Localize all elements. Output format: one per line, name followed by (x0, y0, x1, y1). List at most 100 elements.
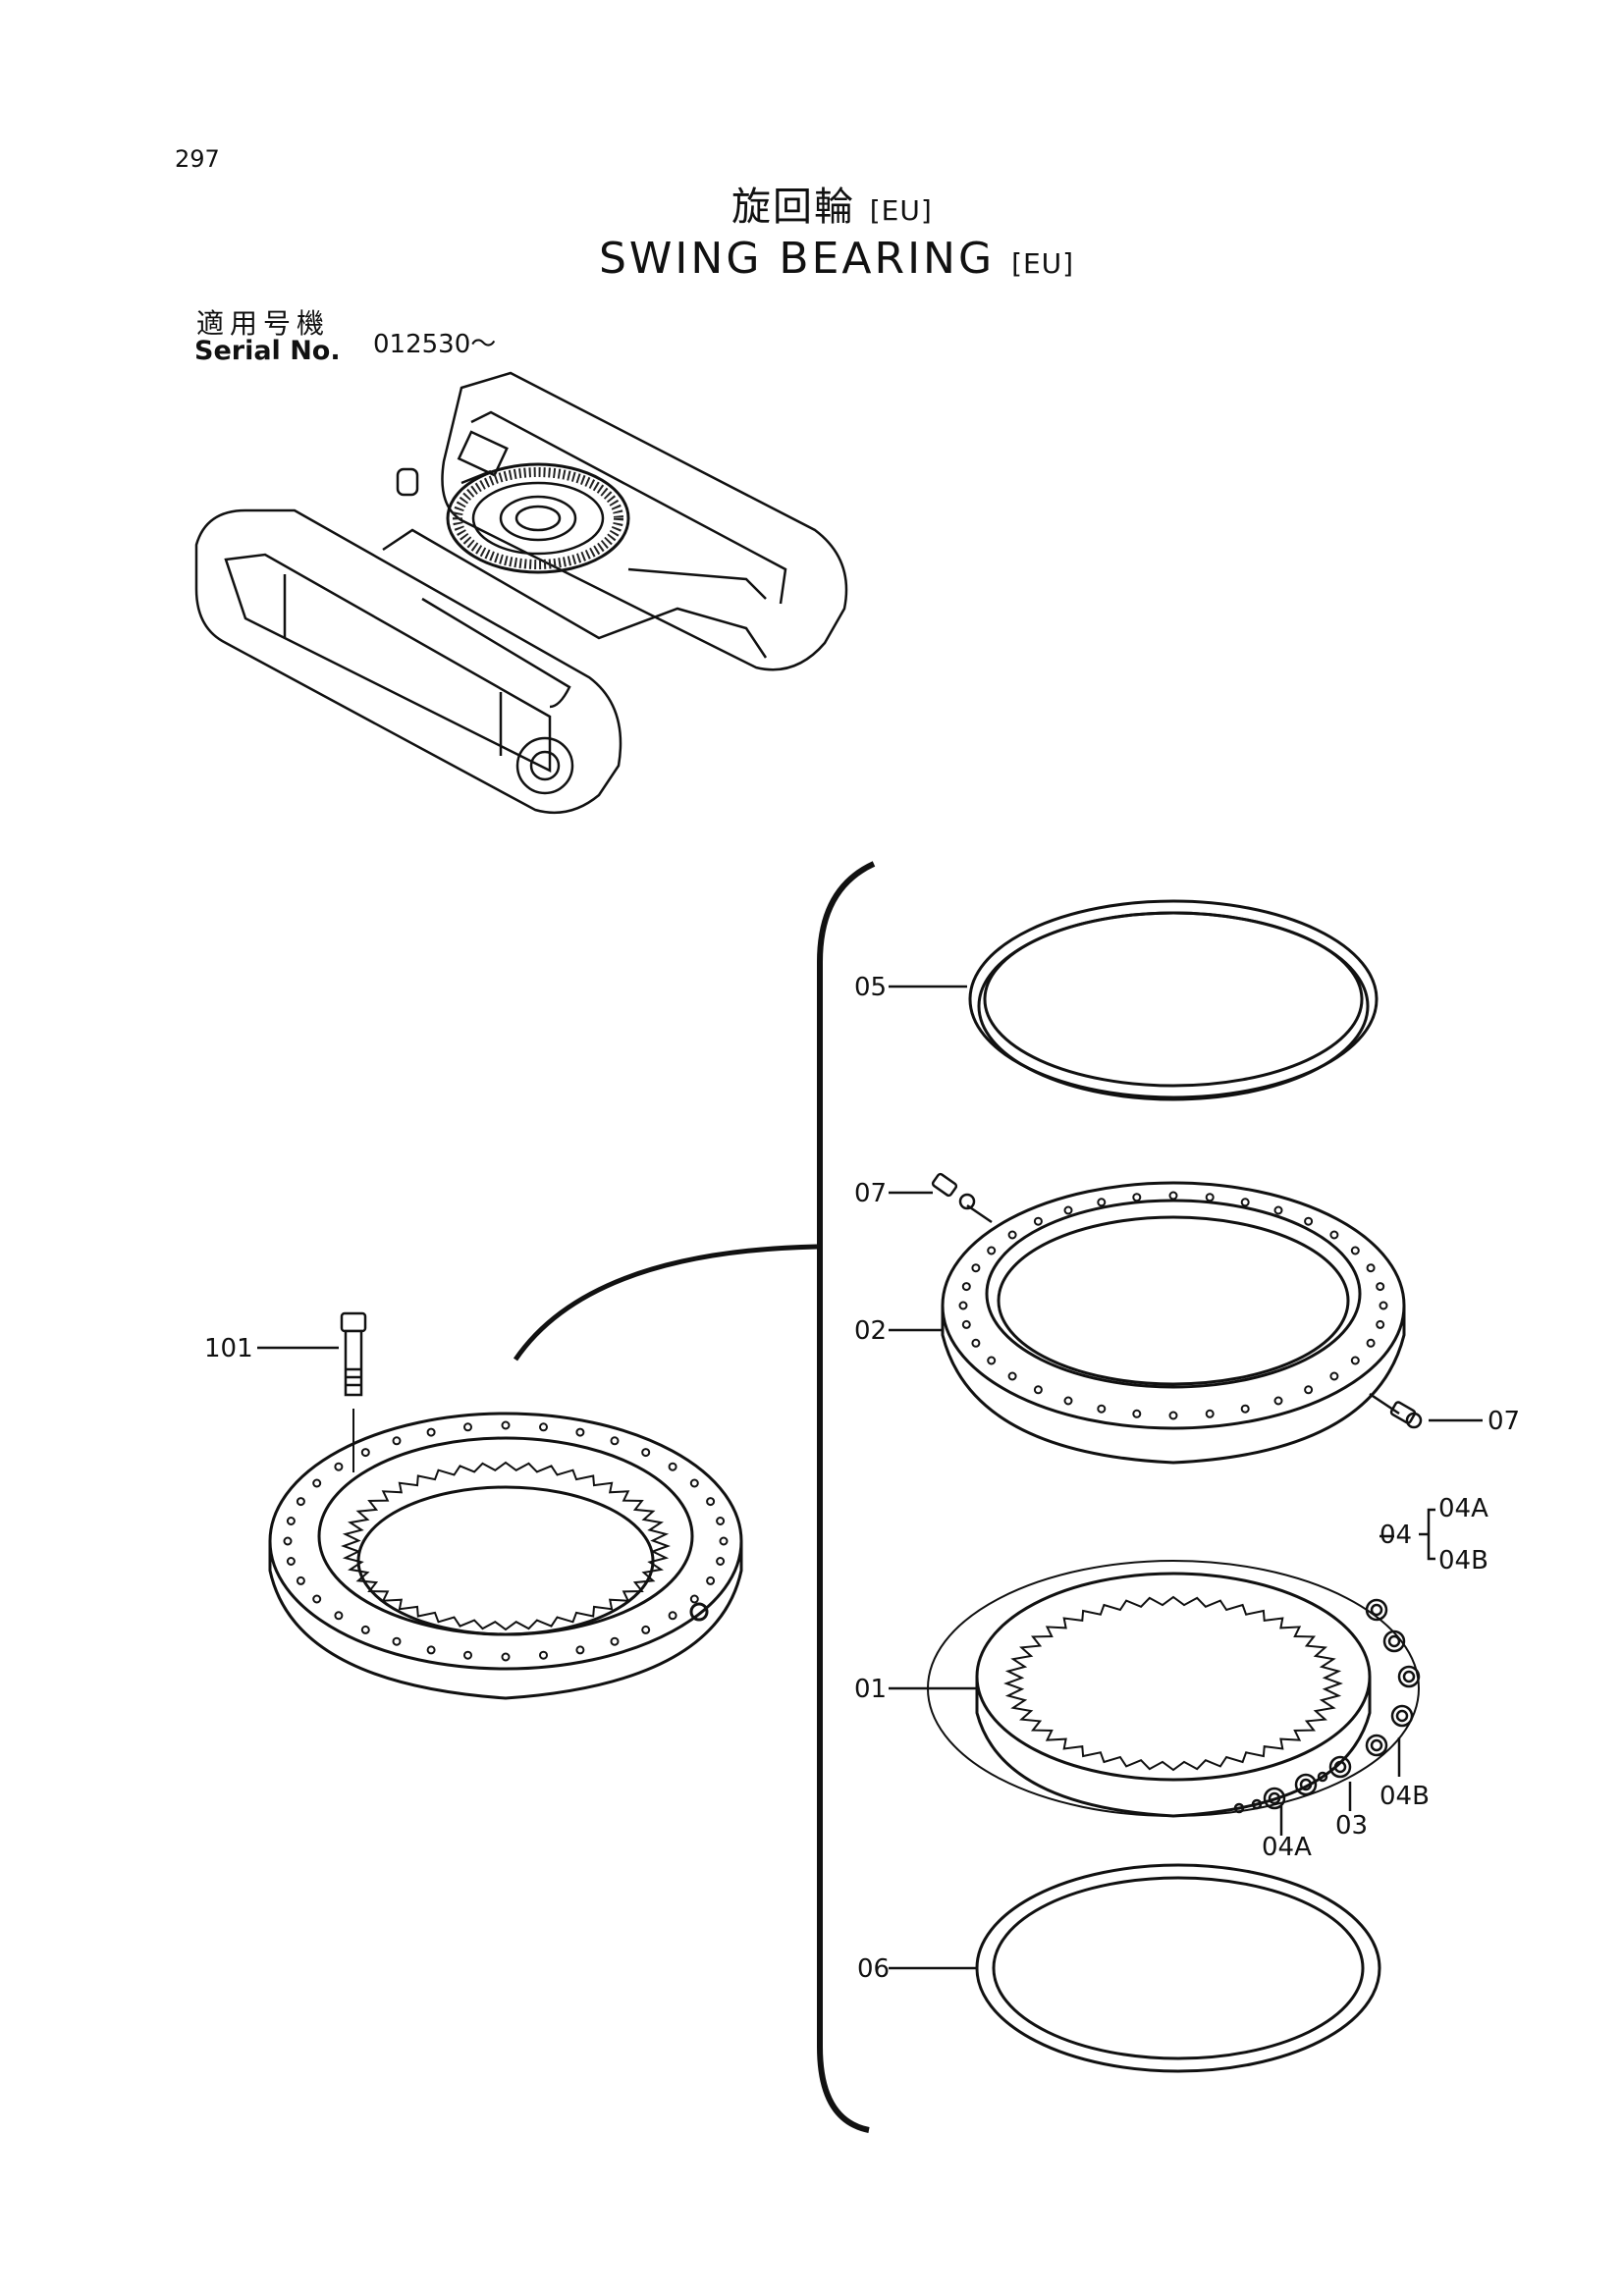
bolt-hole (539, 1650, 548, 1660)
bearing-ball-inner (1402, 1670, 1416, 1683)
bolt-hole (360, 1448, 370, 1458)
bolt-hole (1063, 1205, 1073, 1215)
bearing-ball-inner (1370, 1603, 1383, 1617)
bearing-ball-inner (1387, 1634, 1401, 1648)
page-number: 297 (175, 145, 220, 173)
bolt-hole (961, 1282, 971, 1292)
bearing-ball-inner (1299, 1778, 1313, 1791)
assembly-leader-curve (513, 1244, 818, 1362)
bolt-hole (1366, 1263, 1376, 1273)
bolt-hole (575, 1645, 585, 1655)
bolt-hole (716, 1557, 726, 1566)
bearing-ball-inner (1395, 1709, 1409, 1723)
bolt-hole (987, 1246, 997, 1255)
bearing-ball (1294, 1773, 1318, 1796)
bolt-hole (961, 1319, 971, 1329)
bolt-hole (716, 1517, 726, 1525)
bearing-ball (1328, 1755, 1352, 1779)
bolt-hole (1205, 1409, 1215, 1418)
serial-label-en: Serial No. (194, 336, 341, 366)
bolt-hole (1007, 1371, 1017, 1381)
bolt-hole (501, 1652, 511, 1662)
spacer (1251, 1798, 1263, 1810)
bearing-ball (1365, 1734, 1388, 1757)
bolt-hole (719, 1536, 729, 1546)
bearing-ball-inner (1268, 1791, 1281, 1805)
title-en-text: SWING BEARING (599, 234, 996, 284)
callout-02: 02 (854, 1316, 887, 1346)
bolt-hole (1329, 1371, 1339, 1381)
bolt-hole (286, 1517, 296, 1525)
bolt-hole (1273, 1205, 1283, 1215)
bolt-hole (312, 1478, 322, 1488)
bolt-hole (641, 1625, 651, 1634)
bearing-ball-inner (1333, 1760, 1347, 1774)
bolt-hole (689, 1594, 699, 1604)
bolt-hole (668, 1611, 677, 1621)
bolt-hole (426, 1645, 436, 1655)
grease-nipple-icon (931, 1172, 976, 1210)
bearing-ball (1382, 1629, 1406, 1653)
callout-101: 101 (204, 1334, 253, 1363)
bolt-hole (1350, 1246, 1360, 1255)
seal-ring-05 (968, 899, 1379, 1101)
bolt-hole (706, 1497, 716, 1507)
bolt-hole (706, 1575, 716, 1585)
bolt-hole (1033, 1216, 1043, 1226)
bolt-hole (1304, 1216, 1314, 1226)
bolt-hole (1366, 1338, 1376, 1348)
bolt-hole (689, 1478, 699, 1488)
bolt-hole (501, 1420, 511, 1430)
bolt-icon (340, 1311, 367, 1472)
bolt-hole (1063, 1396, 1073, 1406)
callout-04B: 04B (1380, 1782, 1430, 1811)
spacer (1317, 1771, 1328, 1783)
callout-07-top: 07 (854, 1179, 887, 1208)
bolt-hole (1097, 1198, 1107, 1207)
bolt-hole (426, 1427, 436, 1437)
serial-value: 012530～ (373, 330, 497, 359)
bolt-hole (1007, 1230, 1017, 1240)
bolt-hole (958, 1301, 968, 1310)
bolt-hole (1168, 1191, 1178, 1201)
bolt-hole (312, 1594, 322, 1604)
bolt-hole (296, 1575, 305, 1585)
bolt-hole (987, 1356, 997, 1365)
callout-05: 05 (854, 973, 887, 1002)
inner-gear-ring-01 (927, 1560, 1420, 1818)
bolt-hole (463, 1422, 472, 1432)
bolt-hole (1376, 1319, 1385, 1329)
bearing-ball-inner (1370, 1738, 1383, 1752)
bolt-hole (283, 1536, 293, 1546)
bolt-hole (286, 1557, 296, 1566)
callout-04B-top: 04B (1438, 1546, 1488, 1575)
bolt-hole (1132, 1409, 1142, 1418)
bolt-hole (575, 1427, 585, 1437)
bearing-balls-and-spacers (1233, 1598, 1421, 1814)
callout-03: 03 (1335, 1811, 1368, 1841)
undercarriage-illustration (194, 371, 848, 815)
swing-bearing-assembly-illustration (268, 1412, 743, 1700)
bolt-hole (1240, 1198, 1250, 1207)
bolt-hole (1304, 1385, 1314, 1395)
bolt-hole (539, 1422, 548, 1432)
bolt-hole (334, 1462, 344, 1471)
bolt-hole (1273, 1396, 1283, 1406)
bearing-ball (1263, 1787, 1286, 1810)
title-jp-text: 旋回輪 (731, 185, 855, 230)
bolt-hole (610, 1636, 620, 1646)
bolt-hole (1379, 1301, 1388, 1310)
callout-04: 04 (1380, 1521, 1412, 1550)
bolt-hole (641, 1448, 651, 1458)
callout-leaders (257, 985, 1483, 1970)
page-title-jp: 旋回輪 [EU] (731, 175, 933, 232)
bolt-hole (1350, 1356, 1360, 1365)
serial-label-jp: 適用号機 (196, 307, 331, 340)
bolt-hole (1205, 1193, 1215, 1202)
bolt-hole (1240, 1404, 1250, 1414)
bolt-hole (1329, 1230, 1339, 1240)
outer-ring-02 (941, 1181, 1406, 1465)
title-en-tag: [EU] (1011, 247, 1075, 280)
bolt-hole (971, 1263, 981, 1273)
